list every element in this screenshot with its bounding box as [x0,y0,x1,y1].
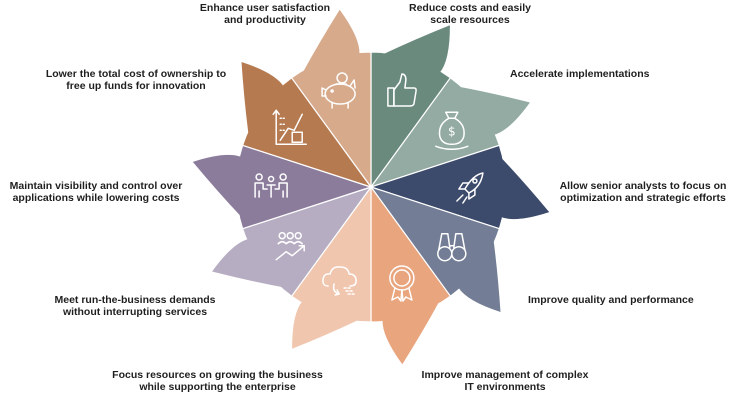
award-ribbon-icon [389,265,415,302]
spike-analysts [458,239,501,312]
label-line: Lower the total cost of ownership to [45,68,227,80]
rocket-icon [456,172,484,204]
label-line: optimization and strategic efforts [560,192,726,204]
label-line: Improve quality and performance [528,294,694,306]
team-growth-icon [275,231,305,261]
svg-text:$: $ [448,124,456,138]
label-line: Reduce costs and easily [409,2,531,14]
label-line: Enhance user satisfaction [199,2,331,14]
spike-growing [212,239,284,288]
money-bag-icon: $ [435,111,469,151]
label-line: Focus resources on growing the business [112,369,323,381]
label-line: without interrupting services [62,306,208,318]
spike-visibility [241,62,284,135]
label-line: scale resources [430,14,510,26]
spike-tco [302,9,360,73]
label-line: Accelerate implementations [510,68,650,80]
thumbs-up-icon [387,73,417,107]
spike-it-env [292,301,360,349]
label-line: free up funds for innovation [66,80,206,92]
label-line: IT environments [464,381,546,393]
label-satisfaction: Enhance user satisfaction and productivi… [190,2,340,26]
growth-chart-icon [272,109,307,146]
label-line: Allow senior analysts to focus on [559,180,727,192]
label-line: applications while lowering costs [12,192,180,204]
label-analysts: Allow senior analysts to focus on optimi… [545,180,741,204]
label-it-env: Improve management of complex IT environ… [410,369,600,393]
cloud-sync-icon [322,266,357,296]
spike-satisfaction [382,25,450,73]
label-reduce-costs: Reduce costs and easily scale resources [395,2,545,26]
piggy-bank-icon [321,72,356,109]
label-line: and productivity [224,14,306,26]
spike-accelerate [500,157,550,220]
label-quality: Improve quality and performance [528,294,694,306]
label-line: Maintain visibility and control over [9,180,183,192]
label-tco: Lower the total cost of ownership to fre… [40,68,232,92]
label-line: while supporting the enterprise [139,381,296,393]
label-line: Meet run-the-business demands [54,294,216,306]
label-visibility: Maintain visibility and control over app… [2,180,190,204]
label-growing: Focus resources on growing the business … [105,369,330,393]
binoculars-icon [437,232,467,262]
label-accelerate: Accelerate implementations [510,68,649,80]
spike-run-business [192,154,242,217]
label-run-business: Meet run-the-business demands without in… [45,294,225,318]
spike-quality [382,301,440,365]
spike-reduce-costs [458,86,530,135]
meeting-icon [254,173,288,198]
label-line: Improve management of complex [421,369,589,381]
